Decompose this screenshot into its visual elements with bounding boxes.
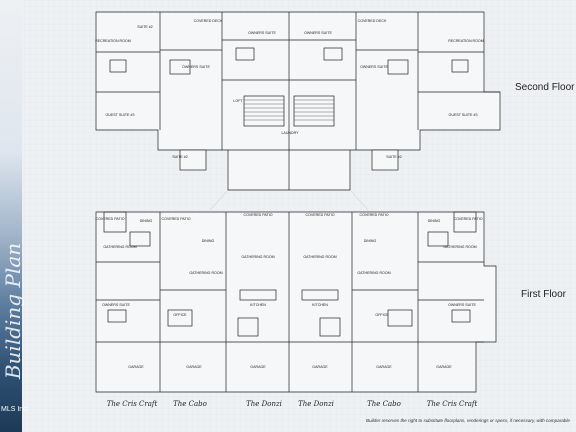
room-label: GATHERING ROOM	[357, 271, 390, 275]
room-label: DINING	[140, 219, 153, 223]
second-floor-room-labels: SUITE #2 RECREATION ROOM COVERED DECK OW…	[95, 19, 483, 159]
second-floor-label: Second Floor	[515, 82, 575, 93]
room-label: SUITE #2	[137, 25, 153, 29]
ocean-photo-strip	[0, 0, 22, 432]
room-label: GATHERING ROOM	[189, 271, 222, 275]
room-label: COVERED PATIO	[161, 217, 190, 221]
room-label: GARAGE	[250, 365, 266, 369]
room-label: GATHERING ROOM	[443, 245, 476, 249]
mls-watermark: MLS Inc.	[1, 406, 29, 413]
room-label: DINING	[364, 239, 377, 243]
room-label: GARAGE	[312, 365, 328, 369]
room-label: GATHERING ROOM	[241, 255, 274, 259]
room-label: OWNERS SUITE	[102, 303, 130, 307]
room-label: RECREATION ROOM	[448, 39, 483, 43]
room-label: GARAGE	[186, 365, 202, 369]
room-label: DINING	[202, 239, 215, 243]
room-label: COVERED PATIO	[453, 217, 482, 221]
room-label: OFFICE	[375, 313, 389, 317]
room-label: COVERED DECK	[194, 19, 223, 23]
room-label: GARAGE	[436, 365, 452, 369]
room-label: COVERED DECK	[358, 19, 387, 23]
room-label: COVERED PATIO	[243, 213, 272, 217]
first-floor-room-labels: COVERED PATIO DINING GATHERING ROOM OWNE…	[95, 213, 482, 369]
room-label: LOFT	[233, 99, 243, 103]
room-label: GARAGE	[376, 365, 392, 369]
room-label: DINING	[428, 219, 441, 223]
unit-name: The Donzi	[298, 400, 334, 408]
room-label: GARAGE	[128, 365, 144, 369]
first-floor-label: First Floor	[521, 289, 566, 300]
room-label: SUITE #2	[172, 155, 188, 159]
first-floor-plan	[95, 211, 497, 393]
room-label: OWNERS SUITE	[448, 303, 476, 307]
second-floor-plan	[95, 11, 501, 211]
unit-name: The Cabo	[367, 400, 401, 408]
room-label: KITCHEN	[250, 303, 266, 307]
room-label: LAUNDRY	[281, 131, 299, 135]
room-label: SUITE #2	[386, 155, 402, 159]
room-label: OWNERS SUITE	[360, 65, 388, 69]
room-label: OFFICE	[173, 313, 187, 317]
room-label: GUEST SUITE #3	[449, 113, 478, 117]
room-label: RECREATION ROOM	[95, 39, 130, 43]
unit-name: The Donzi	[246, 400, 282, 408]
room-label: COVERED PATIO	[95, 217, 124, 221]
room-label: COVERED PATIO	[359, 213, 388, 217]
room-label: OWNERS SUITE	[248, 31, 276, 35]
room-label: OWNERS SUITE	[182, 65, 210, 69]
room-label: KITCHEN	[312, 303, 328, 307]
room-label: GATHERING ROOM	[103, 245, 136, 249]
room-label: GUEST SUITE #3	[106, 113, 135, 117]
unit-name: The Cris Craft	[106, 400, 158, 408]
room-label: GATHERING ROOM	[303, 255, 336, 259]
unit-name: The Cabo	[173, 400, 207, 408]
room-label: OWNERS SUITE	[304, 31, 332, 35]
unit-name: The Cris Craft	[426, 400, 478, 408]
disclaimer-text: Builder reserves the right to substitute…	[366, 418, 570, 423]
room-label: COVERED PATIO	[305, 213, 334, 217]
